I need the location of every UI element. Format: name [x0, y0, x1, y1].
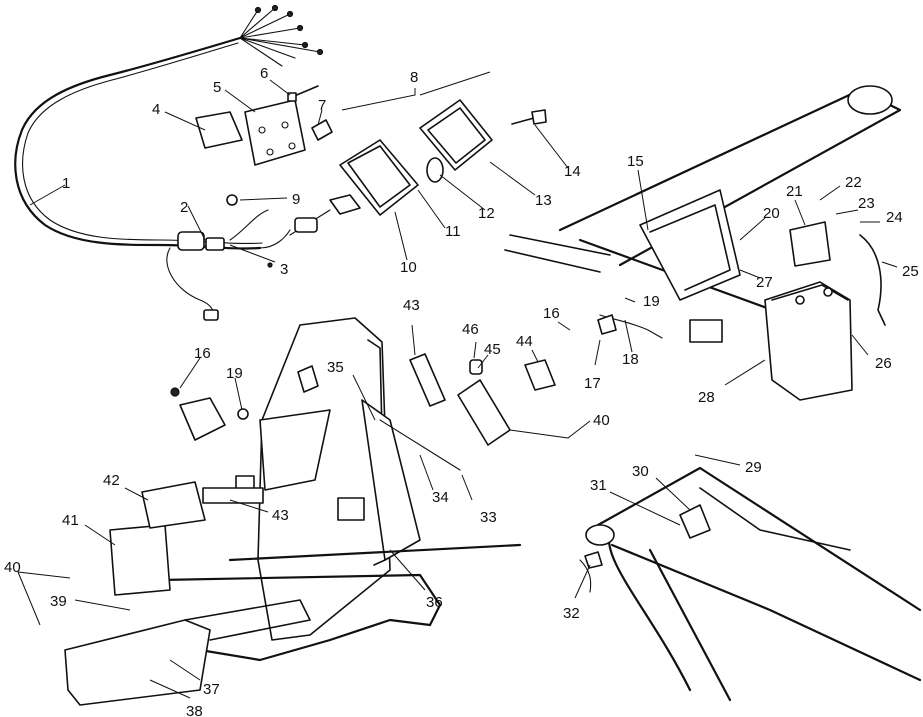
battery-part-28 [764, 281, 853, 401]
callout-2: 2 [180, 199, 188, 216]
callout-29: 29 [745, 459, 762, 476]
callout-42: 42 [103, 472, 120, 489]
callout-10: 10 [400, 259, 417, 276]
callout-5: 5 [213, 79, 221, 96]
callout-44: 44 [516, 333, 533, 350]
callout-36: 36 [426, 594, 443, 611]
clip-part-30 [679, 504, 711, 539]
cdi-module-group [379, 353, 569, 471]
module-part-45 [457, 379, 511, 446]
plate-part-5 [244, 99, 306, 166]
callout-31: 31 [590, 477, 607, 494]
callout-38: 38 [186, 703, 203, 717]
connector-part-32 [584, 551, 603, 569]
callout-32: 32 [563, 605, 580, 622]
callout-46: 46 [462, 321, 479, 338]
callout-28: 28 [698, 389, 715, 406]
callout-43-lower: 43 [272, 507, 289, 524]
callout-26: 26 [875, 355, 892, 372]
callout-1: 1 [62, 175, 70, 192]
callout-19-left: 19 [226, 365, 243, 382]
bracket-part-4 [195, 111, 243, 149]
callout-23: 23 [858, 195, 875, 212]
callout-41: 41 [62, 512, 79, 529]
callout-30: 30 [632, 463, 649, 480]
callout-labels: 1 2 3 4 5 6 7 8 9 10 11 12 13 14 15 16 1… [4, 65, 919, 717]
frame-lower-right [579, 466, 922, 702]
callout-11: 11 [445, 223, 461, 240]
callout-16-right: 16 [543, 305, 560, 322]
callout-19-right: 19 [643, 293, 660, 310]
callout-6: 6 [260, 65, 268, 82]
callout-33: 33 [480, 509, 497, 526]
frame-upper-right [504, 85, 902, 401]
callout-43-upper: 43 [403, 297, 420, 314]
harness-connector [177, 231, 205, 251]
callout-3: 3 [280, 261, 288, 278]
callout-13: 13 [535, 192, 552, 209]
callout-27: 27 [756, 274, 773, 291]
callout-16-left: 16 [194, 345, 211, 362]
regulator-part-42 [141, 481, 206, 529]
fuse-part-44 [524, 359, 556, 391]
callout-22: 22 [845, 174, 862, 191]
callout-14: 14 [564, 163, 581, 180]
bracket-part-43-upper [409, 353, 446, 407]
callout-34: 34 [432, 489, 449, 506]
housing-part-13 [419, 99, 493, 171]
frame-lower [64, 387, 522, 706]
callout-40-left: 40 [4, 559, 21, 576]
callout-17: 17 [584, 375, 601, 392]
battery-tray-part-27 [639, 189, 741, 301]
callout-37: 37 [203, 681, 220, 698]
callout-45: 45 [484, 341, 501, 358]
callout-4: 4 [152, 101, 160, 118]
tail-light-assembly [289, 99, 547, 236]
coil-part-16 [179, 397, 226, 441]
rail-part-36 [361, 399, 421, 561]
switch-bracket-group [195, 85, 333, 206]
bracket-part-41 [109, 524, 171, 596]
bumper-part-38 [64, 619, 211, 706]
callout-35: 35 [327, 359, 344, 376]
callout-12: 12 [478, 205, 495, 222]
callout-8: 8 [410, 69, 418, 86]
callout-18: 18 [622, 351, 639, 368]
callout-39: 39 [50, 593, 67, 610]
callout-40-right: 40 [593, 412, 610, 429]
callout-20: 20 [763, 205, 780, 222]
bulb-part-12 [426, 157, 444, 183]
lens-part-10 [339, 139, 419, 216]
wiring-harness [14, 4, 324, 321]
callout-7: 7 [318, 97, 326, 114]
callout-21: 21 [786, 183, 803, 200]
cover-part-21 [789, 221, 831, 267]
callout-9: 9 [292, 191, 300, 208]
leader-lines [17, 71, 898, 699]
callout-25: 25 [902, 263, 919, 280]
callout-15: 15 [627, 153, 644, 170]
callout-24: 24 [886, 209, 903, 226]
